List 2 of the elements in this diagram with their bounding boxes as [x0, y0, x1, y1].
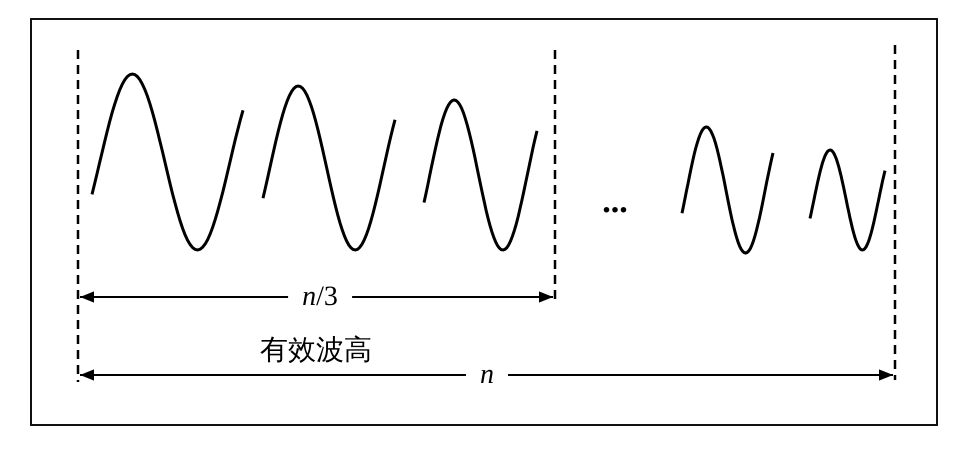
caption-text: 有效波高 — [260, 336, 372, 364]
ellipsis: ... — [602, 185, 628, 219]
